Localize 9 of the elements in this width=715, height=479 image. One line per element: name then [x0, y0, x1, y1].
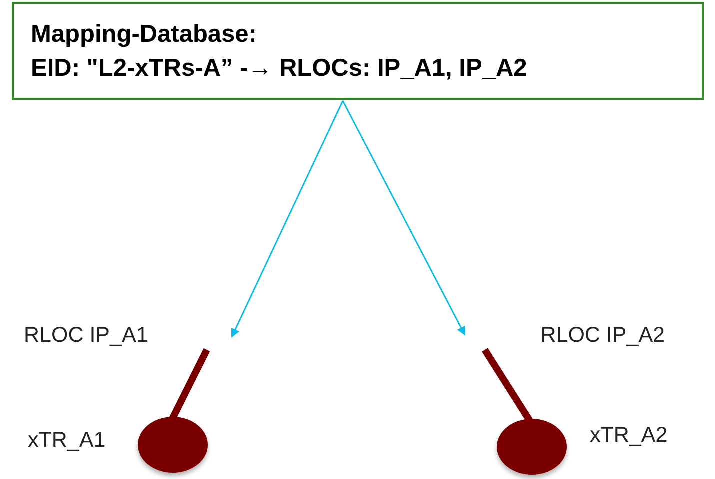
heading: Mapping-Database: [31, 20, 258, 50]
router-label: xTR_A2 [590, 423, 668, 448]
arrow [231, 100, 344, 338]
mapping-database-box [12, 2, 704, 100]
rloc-label: RLOC IP_A1 [23, 322, 148, 348]
arrow [342, 100, 466, 336]
rloc-label: RLOC IP_A2 [540, 322, 665, 348]
mapping-entry-text: EID: "L2-xTRs-A” -→ RLOCs: IP_A1, IP_A2 [31, 54, 528, 84]
router-label: xTR_A1 [28, 428, 106, 453]
